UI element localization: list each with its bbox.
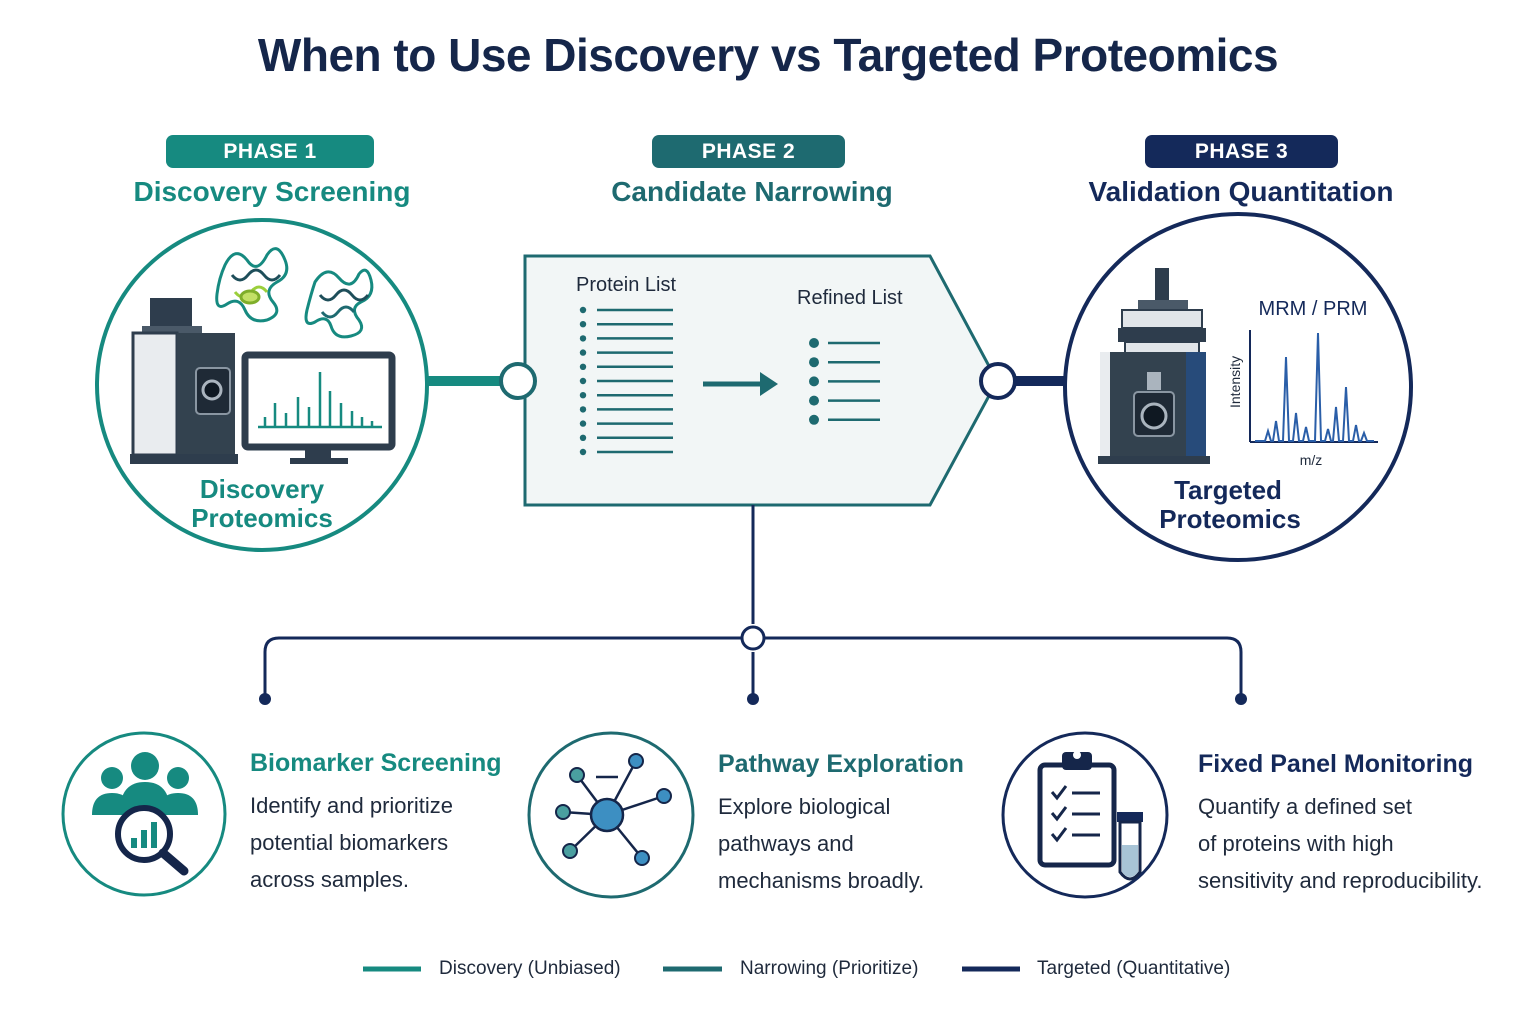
use-case-3-desc: Quantify a defined set of proteins with … — [1198, 788, 1483, 899]
page-title: When to Use Discovery vs Targeted Proteo… — [257, 29, 1279, 81]
discovery-caption-line1: Discovery — [200, 474, 325, 504]
protein-list-label: Protein List — [576, 274, 676, 296]
clipboard-tube-icon — [1001, 731, 1169, 899]
discovery-caption-line2: Proteomics — [191, 503, 333, 533]
legend-targeted-label: Targeted (Quantitative) — [1037, 958, 1231, 979]
use-case-3-title: Fixed Panel Monitoring — [1198, 750, 1474, 778]
protein-list — [579, 306, 673, 456]
narrowing-panel: Protein List Refined List — [523, 254, 999, 507]
protein-list-item-bullet — [579, 306, 587, 314]
mrm-spectrum — [1255, 332, 1374, 442]
branch-end-1 — [259, 693, 271, 705]
branch-tree — [263, 505, 1243, 698]
targeted-caption-line2: Proteomics — [1159, 504, 1301, 534]
use-case-2-title: Pathway Exploration — [718, 750, 964, 778]
use-case-3-desc-line3: sensitivity and reproducibility. — [1198, 868, 1483, 893]
refined-list-item-bullet — [809, 414, 819, 425]
port-left — [499, 362, 537, 400]
use-case-1-desc-line2: potential biomarkers — [250, 830, 449, 855]
discovery-circle: Discovery Proteomics — [95, 218, 429, 552]
use-case-2-desc-line1: Explore biological — [718, 794, 891, 819]
branch-end-3 — [1235, 693, 1247, 705]
protein-list-item-bullet — [579, 392, 587, 399]
refined-list-label: Refined List — [797, 287, 903, 309]
phase-1-badge: PHASE 1 — [166, 135, 374, 168]
targeted-circle: MRM / PRM Intensity m/z Targeted Proteom… — [1063, 212, 1413, 562]
network-icon — [527, 731, 695, 899]
refined-list-item-bullet — [809, 376, 819, 387]
branch-node — [740, 625, 766, 651]
targeted-caption-line1: Targeted — [1174, 475, 1282, 505]
use-case-1-desc-line1: Identify and prioritize — [250, 793, 453, 818]
use-case-1-desc: Identify and prioritize potential biomar… — [250, 787, 453, 898]
legend-narrowing-label: Narrowing (Prioritize) — [740, 958, 919, 979]
use-case-1-desc-line3: across samples. — [250, 867, 409, 892]
protein-list-item-bullet — [579, 349, 587, 356]
use-case-2-desc: Explore biological pathways and mechanis… — [718, 788, 924, 899]
protein-list-item-bullet — [579, 406, 587, 413]
refined-list-item-bullet — [809, 395, 819, 406]
phase-3-badge: PHASE 3 — [1145, 135, 1338, 168]
protein-list-item-bullet — [579, 363, 587, 370]
refined-list — [809, 338, 880, 425]
branch-end-2 — [747, 693, 759, 705]
phase-3-title: Validation Quantitation — [1088, 176, 1394, 207]
protein-list-item-bullet — [579, 420, 587, 427]
arrow-icon — [703, 372, 778, 396]
protein-list-item-bullet — [579, 434, 587, 441]
use-case-3-desc-line1: Quantify a defined set — [1198, 794, 1413, 819]
people-magnifier-icon — [61, 731, 227, 897]
mz-axis-label: m/z — [1300, 452, 1323, 468]
refined-list-item-bullet — [809, 338, 819, 348]
legend-discovery-label: Discovery (Unbiased) — [439, 958, 621, 979]
mrm-prm-title: MRM / PRM — [1259, 298, 1368, 320]
use-case-2-desc-line3: mechanisms broadly. — [718, 868, 925, 893]
intensity-axis-label: Intensity — [1227, 356, 1243, 408]
port-right — [979, 362, 1017, 400]
triple-quad-instrument-icon — [1098, 268, 1210, 464]
mass-spectrometer-icon — [130, 298, 238, 464]
phase-1-title: Discovery Screening — [133, 176, 411, 207]
use-case-3-desc-line2: of proteins with high — [1198, 831, 1394, 856]
refined-list-item-bullet — [809, 357, 819, 368]
protein-list-item-bullet — [579, 377, 587, 385]
protein-structure-icon — [215, 247, 374, 339]
monitor-spectrum-icon — [241, 351, 396, 464]
protein-list-item-bullet — [579, 335, 587, 342]
use-case-2-desc-line2: pathways and — [718, 831, 854, 856]
protein-list-item-bullet — [579, 448, 587, 456]
phase-2-badge: PHASE 2 — [652, 135, 845, 168]
protein-list-item-bullet — [579, 321, 587, 328]
phase-2-title: Candidate Narrowing — [611, 176, 893, 207]
use-case-1-title: Biomarker Screening — [250, 749, 502, 777]
